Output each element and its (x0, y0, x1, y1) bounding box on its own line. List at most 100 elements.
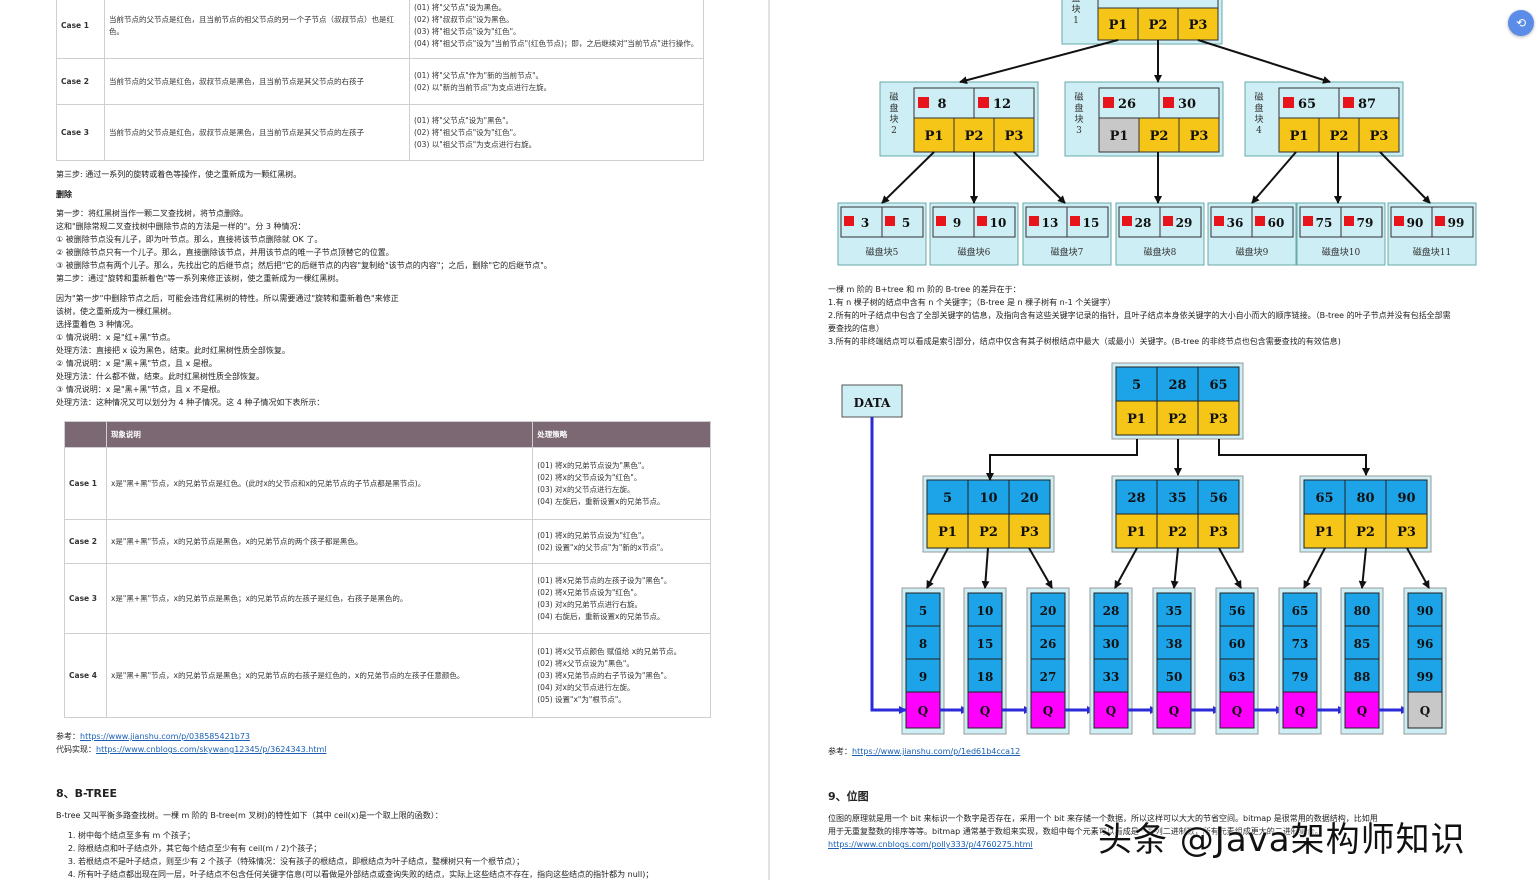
disk-label-char: 块 (1254, 113, 1263, 125)
fix-line: ① 情况说明：x 是"红+黑"节点。 (56, 333, 176, 342)
key-label: 60 (1268, 216, 1285, 230)
bplus-key-label: 5 (1132, 378, 1141, 393)
disk-label-char: 盘 (1254, 102, 1263, 114)
bplus-key-cell (1344, 479, 1387, 515)
strategy-line: (01) 将x的兄弟节点设为"红色"。 (537, 530, 649, 540)
table-header-cell: 现象说明 (105, 421, 534, 448)
strategy-line: (02) 将"祖父节点"设为"红色"。 (413, 127, 521, 137)
bplus-leaf-key-label: 33 (1103, 670, 1120, 684)
bplus-key-label: 90 (1397, 491, 1415, 506)
bplus-leaf-key-label: 8 (919, 637, 927, 651)
bplus-pointer-cell (1197, 400, 1240, 436)
bplus-key-cell (1115, 479, 1158, 515)
delete-line: 这和"删除常规二叉查找树中删除节点的方法是一样的"。分 3 种情况： (56, 222, 306, 231)
strategy-cell: (01) 将x的兄弟节点设为"黑色"。(02) 将x的父节点设为"红色"。(03… (532, 447, 711, 520)
leaf-block-label: 磁盘块10 (1322, 246, 1361, 258)
key-marker (1029, 216, 1039, 226)
bplus-key-cell (1197, 366, 1240, 402)
strategy-line: (01) 将"父节点"作为"新的当前节点"。 (413, 70, 544, 80)
bplus-leaf-key-cell (1093, 658, 1129, 693)
strategy-line: (05) 设置"x"为"根节点"。 (537, 694, 626, 704)
bplus-pointer-cell (1303, 513, 1346, 549)
key-label: 79 (1357, 216, 1374, 230)
bplus-leaf-key-cell (1156, 658, 1192, 693)
pointer-label: P2 (1330, 129, 1349, 144)
key-label: 29 (1176, 216, 1193, 230)
bplus-leaf-key-cell (1219, 658, 1255, 693)
bplus-pointer-label: P1 (1127, 525, 1146, 540)
case-cell: Case 3 (56, 104, 105, 161)
root-key-row (1097, 0, 1219, 9)
bplus-leaf-q-cell (1344, 691, 1380, 729)
floating-action-button[interactable]: ⟲ (1508, 10, 1534, 36)
bplus-leaf-key-cell (1093, 625, 1129, 660)
bplus-leaf-q-label: Q (1357, 704, 1367, 718)
code-reference-label: 代码实现： (56, 745, 96, 754)
key-marker (1070, 216, 1080, 226)
strategy-line: (02) 将x的父节点设为"红色"。 (537, 472, 642, 482)
bplus-pointer-label: P2 (1168, 525, 1187, 540)
pointer-label: P1 (1290, 129, 1309, 144)
leaf-block-label: 磁盘块9 (1236, 246, 1269, 258)
bplus-leaf-key-label: 26 (1040, 637, 1057, 651)
key-label: 26 (1118, 97, 1136, 112)
fix-line: 处理方法：什么都不做，结束。此时红黑树性质全部恢复。 (56, 372, 264, 381)
bplus-leaf-key-cell (1407, 625, 1443, 660)
tree-edge (1218, 547, 1242, 589)
bplus-key-label: 5 (943, 491, 952, 506)
pointer-cell (1177, 7, 1219, 41)
pointer-label: P1 (925, 129, 944, 144)
disk-label-char: 2 (891, 126, 897, 136)
bplus-leaf-q-label: Q (1106, 704, 1116, 718)
fix-line: ② 情况说明：x 是"黑+黑"节点，且 x 是根。 (56, 359, 217, 368)
key-label: 87 (1358, 97, 1376, 112)
bplus-key-label: 28 (1168, 378, 1186, 393)
btree-diagram: 磁盘块1P1P2P3磁盘块2812P1P2P3磁盘块32630P1P2P3磁盘块… (837, 0, 1477, 266)
data-label: DATA (854, 396, 891, 410)
strategy-line: (02) 将x父节点设为"黑色"。 (537, 658, 634, 668)
leaf-block-label: 磁盘块8 (1144, 246, 1177, 258)
bplus-leaf-key-label: 85 (1354, 637, 1371, 651)
case-cell: Case 4 (64, 633, 107, 718)
btree-intro: B-tree 又叫平衡多路查找树。一棵 m 阶的 B-tree(m 叉树)的特性… (56, 811, 443, 820)
pointer-label: P3 (1190, 129, 1209, 144)
bplus-key-cell (1385, 479, 1428, 515)
bplus-leaf-q-cell (1156, 691, 1192, 729)
description-cell: 当前节点的父节点是红色，叔叔节点是黑色，且当前节点是其父节点的右孩子 (103, 58, 410, 105)
bplus-leaf-q-cell (1407, 691, 1443, 729)
key-marker (978, 97, 989, 108)
reference-link[interactable]: https://www.jianshu.com/p/038585421b73 (80, 732, 251, 741)
right-document-page: 磁盘块1P1P2P3磁盘块2812P1P2P3磁盘块32630P1P2P3磁盘块… (770, 0, 1538, 880)
bplus-leaf-key-cell (1282, 592, 1318, 627)
right-reference-link[interactable]: https://www.jianshu.com/p/1ed61b4cca12 (852, 747, 1021, 756)
leaf-block-label: 磁盘块7 (1051, 246, 1084, 258)
bitmap-link[interactable]: https://www.cnblogs.com/polly333/p/47602… (828, 840, 1033, 849)
pointer-cell (1358, 117, 1400, 153)
fix-line: ③ 情况说明：x 是"黑+黑"节点，且 x 不是根。 (56, 385, 225, 394)
bplus-key-label: 56 (1209, 491, 1227, 506)
key-label: 90 (1407, 216, 1424, 230)
bplus-leaf-q-cell (1093, 691, 1129, 729)
pointer-label: P3 (1005, 129, 1024, 144)
tree-edge (1406, 547, 1430, 589)
bplus-pointer-cell (1197, 513, 1240, 549)
strategy-line: (04) 对x的父节点进行左旋。 (537, 682, 635, 692)
pointer-cell (1278, 117, 1320, 153)
disk-label-char: 块 (1074, 113, 1083, 125)
bplus-pointer-label: P2 (1168, 412, 1187, 427)
bplus-leaf-key-label: 80 (1354, 604, 1371, 618)
pointer-label: P1 (1110, 129, 1129, 144)
strategy-line: (03) 以"祖父节点"为支点进行右旋。 (413, 139, 537, 149)
bplus-leaf-key-label: 79 (1292, 670, 1309, 684)
code-reference-link[interactable]: https://www.cnblogs.com/skywang12345/p/3… (96, 745, 327, 754)
pointer-cell (1137, 7, 1179, 41)
diff-line: 1.有 n 棵子树的结点中含有 n 个关键字；（B-tree 是 n 棵子树有 … (828, 298, 1116, 307)
disk-label-char: 盘 (1071, 0, 1080, 4)
key-label: 12 (993, 97, 1011, 112)
bplus-pointer-cell (967, 513, 1010, 549)
strategy-cell: (01) 将x兄弟节点的左孩子设为"黑色"。(02) 将x兄弟节点设为"红色"。… (532, 563, 711, 634)
tree-edge (1197, 39, 1331, 84)
data-box (841, 384, 903, 418)
